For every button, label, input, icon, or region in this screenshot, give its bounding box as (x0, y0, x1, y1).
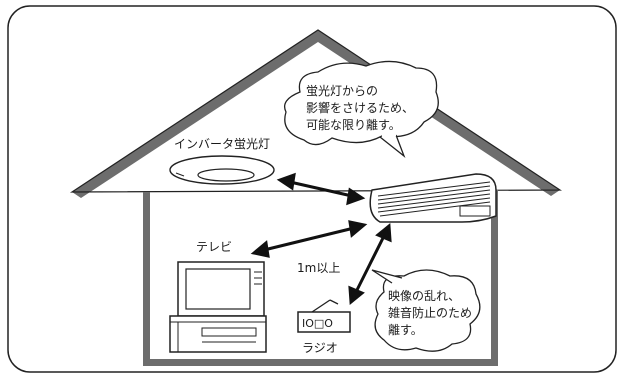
light-label: インバータ蛍光灯 (174, 137, 270, 151)
tv-stand (169, 315, 267, 353)
tv-label: テレビ (196, 240, 232, 254)
bubble-top-line: 蛍光灯からの (306, 84, 378, 98)
radio: IO□O (297, 299, 351, 333)
speech-bubble-bottom (371, 269, 481, 352)
bubble-bottom-line: 映像の乱れ、 (388, 289, 460, 303)
bubble-bottom-text: 映像の乱れ、 雑音防止のため 離す。 (388, 289, 472, 337)
bubble-bottom-line: 離す。 (388, 323, 423, 337)
tv (177, 261, 265, 317)
bubble-top-text: 蛍光灯からの 影響をさけるため、 可能な限り離す。 (306, 84, 414, 132)
bubble-top-line: 影響をさけるため、 (306, 100, 414, 115)
house-walls (143, 190, 498, 366)
distance-label: 1m以上 (297, 261, 340, 275)
radio-face: IO□O (302, 317, 333, 330)
radio-label: ラジオ (302, 341, 338, 355)
distance-arrows (250, 172, 392, 305)
speech-bubble-top (283, 60, 439, 158)
house-roof (69, 29, 562, 198)
ceiling-light (169, 155, 275, 185)
bubble-bottom-line: 雑音防止のため (388, 305, 472, 320)
bubble-top-line: 可能な限り離す。 (306, 118, 401, 132)
air-conditioner (369, 173, 497, 223)
